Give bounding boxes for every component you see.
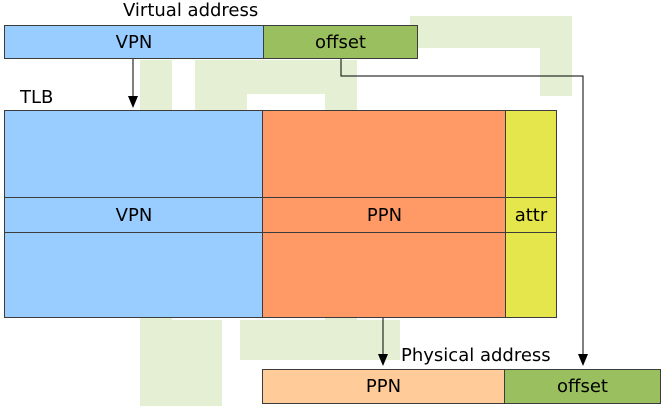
tlb-ppn-entry: PPN (263, 198, 506, 232)
tlb-table: VPN PPN attr (4, 110, 557, 318)
tlb-row-divider-top (5, 197, 556, 198)
physical-ppn-label: PPN (365, 376, 402, 397)
tlb-attr-column (506, 111, 556, 317)
virtual-address-title: Virtual address (123, 0, 259, 21)
virtual-vpn-label: VPN (115, 31, 153, 53)
tlb-title: TLB (20, 87, 54, 108)
physical-offset-field: offset (504, 369, 661, 404)
tlb-vpn-column (5, 111, 263, 317)
vpn-lookup-arrowhead (128, 96, 138, 108)
virtual-vpn-field: VPN (4, 25, 264, 59)
tlb-vpn-label: VPN (115, 204, 153, 226)
tlb-ppn-label: PPN (366, 204, 403, 226)
physical-ppn-field: PPN (262, 369, 505, 404)
offset-arrowhead (578, 354, 588, 366)
ppn-arrowhead (378, 354, 388, 366)
tlb-attr-entry: attr (506, 198, 556, 232)
virtual-offset-label: offset (315, 31, 366, 53)
physical-address-title: Physical address (401, 345, 551, 366)
tlb-vpn-entry: VPN (5, 198, 263, 232)
tlb-row-divider-bottom (5, 232, 556, 233)
physical-offset-label: offset (557, 376, 608, 397)
tlb-ppn-column (263, 111, 506, 317)
tlb-attr-label: attr (514, 204, 548, 226)
virtual-offset-field: offset (263, 25, 418, 59)
offset-arrow (340, 59, 584, 356)
